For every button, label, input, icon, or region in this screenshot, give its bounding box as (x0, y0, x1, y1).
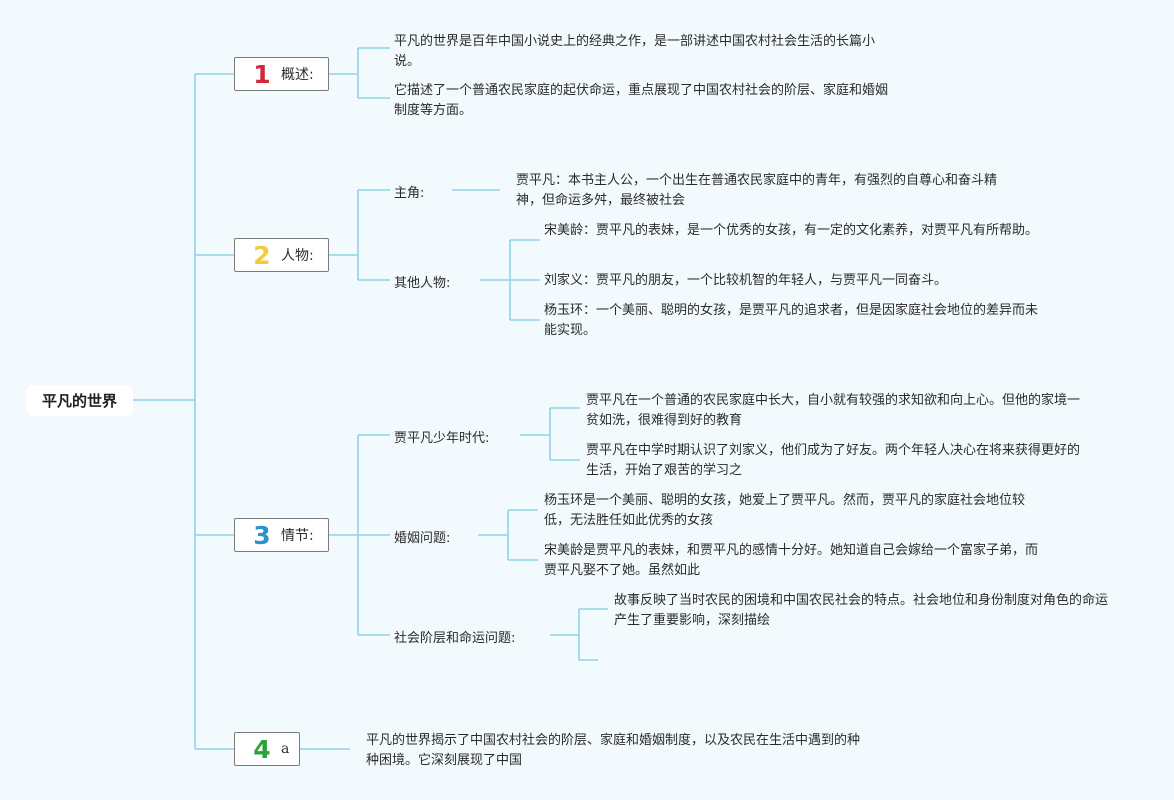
class-destiny-leaf-1[interactable]: 故事反映了当时农民的困境和中国农民社会的特点。社会地位和身份制度对角色的命运产生… (614, 593, 1109, 628)
marriage-leaf-1[interactable]: 杨玉环是一个美丽、聪明的女孩，她爱上了贾平凡。然而，贾平凡的家庭社会地位较低，无… (544, 493, 1026, 528)
subtopic-other-characters[interactable]: 其他人物: (394, 276, 451, 291)
subtopic-class-destiny[interactable]: 社会阶层和命运问题: (394, 631, 516, 646)
subtopic-youth[interactable]: 贾平凡少年时代: (394, 431, 490, 446)
branch-characters[interactable]: 2 人物: (234, 238, 329, 272)
youth-leaf-1[interactable]: 贾平凡在一个普通的农民家庭中长大，自小就有较强的求知欲和向上心。但他的家境一贫如… (586, 393, 1081, 428)
main-character-leaf[interactable]: 贾平凡：本书主人公，一个出生在普通农民家庭中的青年，有强烈的自尊心和奋斗精神，但… (516, 173, 998, 208)
overview-leaf-2[interactable]: 它描述了一个普通农民家庭的起伏命运，重点展现了中国农村社会的阶层、家庭和婚姻制度… (394, 83, 889, 118)
other-character-leaf-1[interactable]: 宋美龄：贾平凡的表妹，是一个优秀的女孩，有一定的文化素养，对贾平凡有所帮助。 (544, 223, 1039, 238)
branch-number-1: 1 (253, 59, 271, 89)
youth-leaf-2[interactable]: 贾平凡在中学时期认识了刘家义，他们成为了好友。两个年轻人决心在将来获得更好的生活… (586, 443, 1081, 478)
other-character-leaf-2[interactable]: 刘家义：贾平凡的朋友，一个比较机智的年轻人，与贾平凡一同奋斗。 (544, 273, 948, 288)
branch-label-characters: 人物: (281, 248, 314, 264)
root-node[interactable]: 平凡的世界 (26, 385, 133, 416)
conclusion-leaf[interactable]: 平凡的世界揭示了中国农村社会的阶层、家庭和婚姻制度，以及农民在生活中遇到的种种困… (366, 733, 861, 768)
branch-overview[interactable]: 1 概述: (234, 57, 329, 91)
marriage-leaf-2[interactable]: 宋美龄是贾平凡的表妹，和贾平凡的感情十分好。她知道自己会嫁给一个富家子弟，而贾平… (544, 543, 1039, 578)
branch-conclusion[interactable]: 4 a (234, 732, 300, 766)
branch-number-2: 2 (253, 240, 271, 270)
branch-number-3: 3 (253, 520, 271, 550)
branch-label-overview: 概述: (281, 67, 314, 83)
branch-plot[interactable]: 3 情节: (234, 518, 329, 552)
branch-label-plot: 情节: (281, 528, 314, 544)
branch-label-conclusion: a (281, 741, 290, 757)
branch-number-4: 4 (253, 734, 271, 764)
overview-leaf-1[interactable]: 平凡的世界是百年中国小说史上的经典之作，是一部讲述中国农村社会生活的长篇小说。 (394, 34, 876, 69)
subtopic-main-character[interactable]: 主角: (394, 186, 425, 201)
root-title: 平凡的世界 (41, 392, 117, 410)
subtopic-marriage[interactable]: 婚姻问题: (394, 531, 451, 546)
other-character-leaf-3[interactable]: 杨玉环：一个美丽、聪明的女孩，是贾平凡的追求者，但是因家庭社会地位的差异而未能实… (544, 303, 1039, 338)
